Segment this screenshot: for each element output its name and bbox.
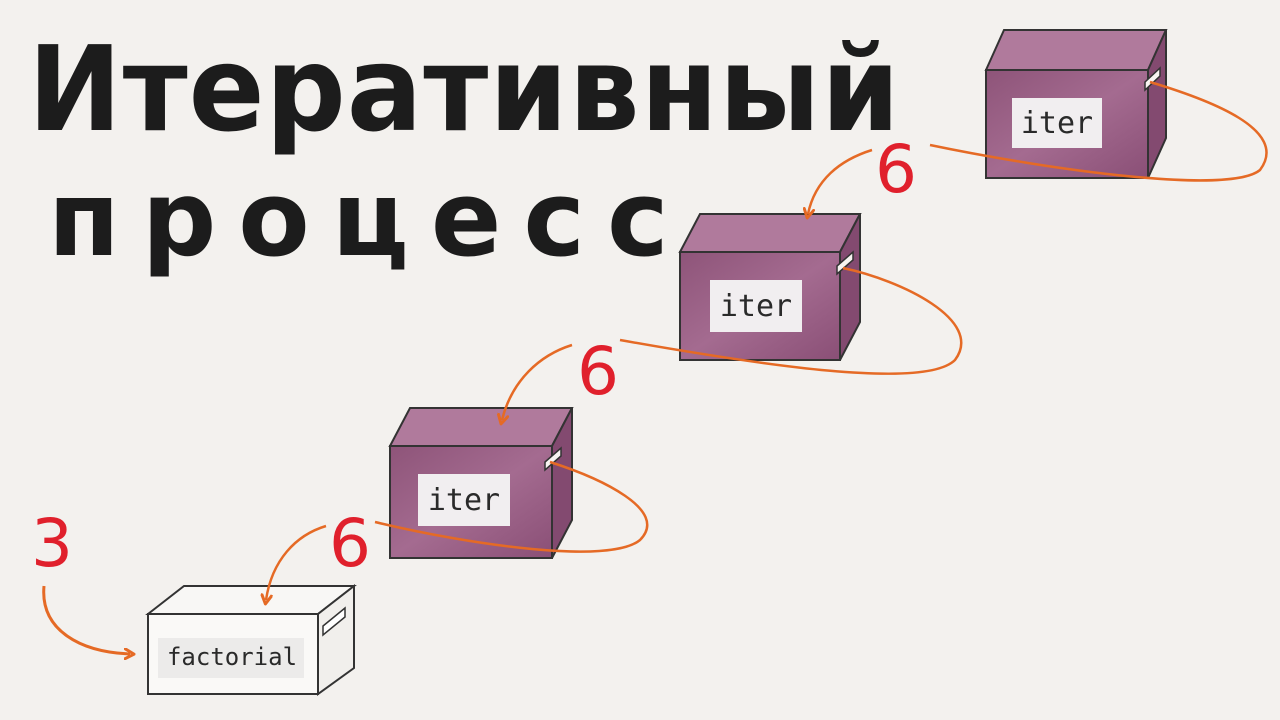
- input-value: 3: [31, 505, 73, 582]
- return-value: 6: [577, 333, 619, 410]
- iter-box-2: iter: [678, 213, 862, 361]
- return-arrow: [266, 524, 327, 600]
- return-value: 6: [329, 505, 371, 582]
- box-label: factorial: [167, 643, 297, 671]
- return-arrow: [502, 343, 573, 420]
- return-value: 6: [875, 131, 917, 208]
- box-label: iter: [720, 289, 792, 324]
- return-arrow: [808, 148, 873, 214]
- box-label: iter: [1021, 106, 1093, 141]
- title-line-2: процесс: [48, 158, 691, 280]
- title-line-1: Итеративный: [28, 22, 901, 159]
- iter-box-1: iter: [388, 407, 574, 559]
- loop-arrow: [374, 460, 649, 553]
- iter-box-3: iter: [984, 29, 1168, 179]
- loop-arrow: [929, 80, 1268, 182]
- input-arrow: [42, 585, 130, 654]
- box-label: iter: [428, 483, 500, 518]
- factorial-box: factorial: [145, 583, 357, 696]
- loop-arrow: [619, 266, 963, 375]
